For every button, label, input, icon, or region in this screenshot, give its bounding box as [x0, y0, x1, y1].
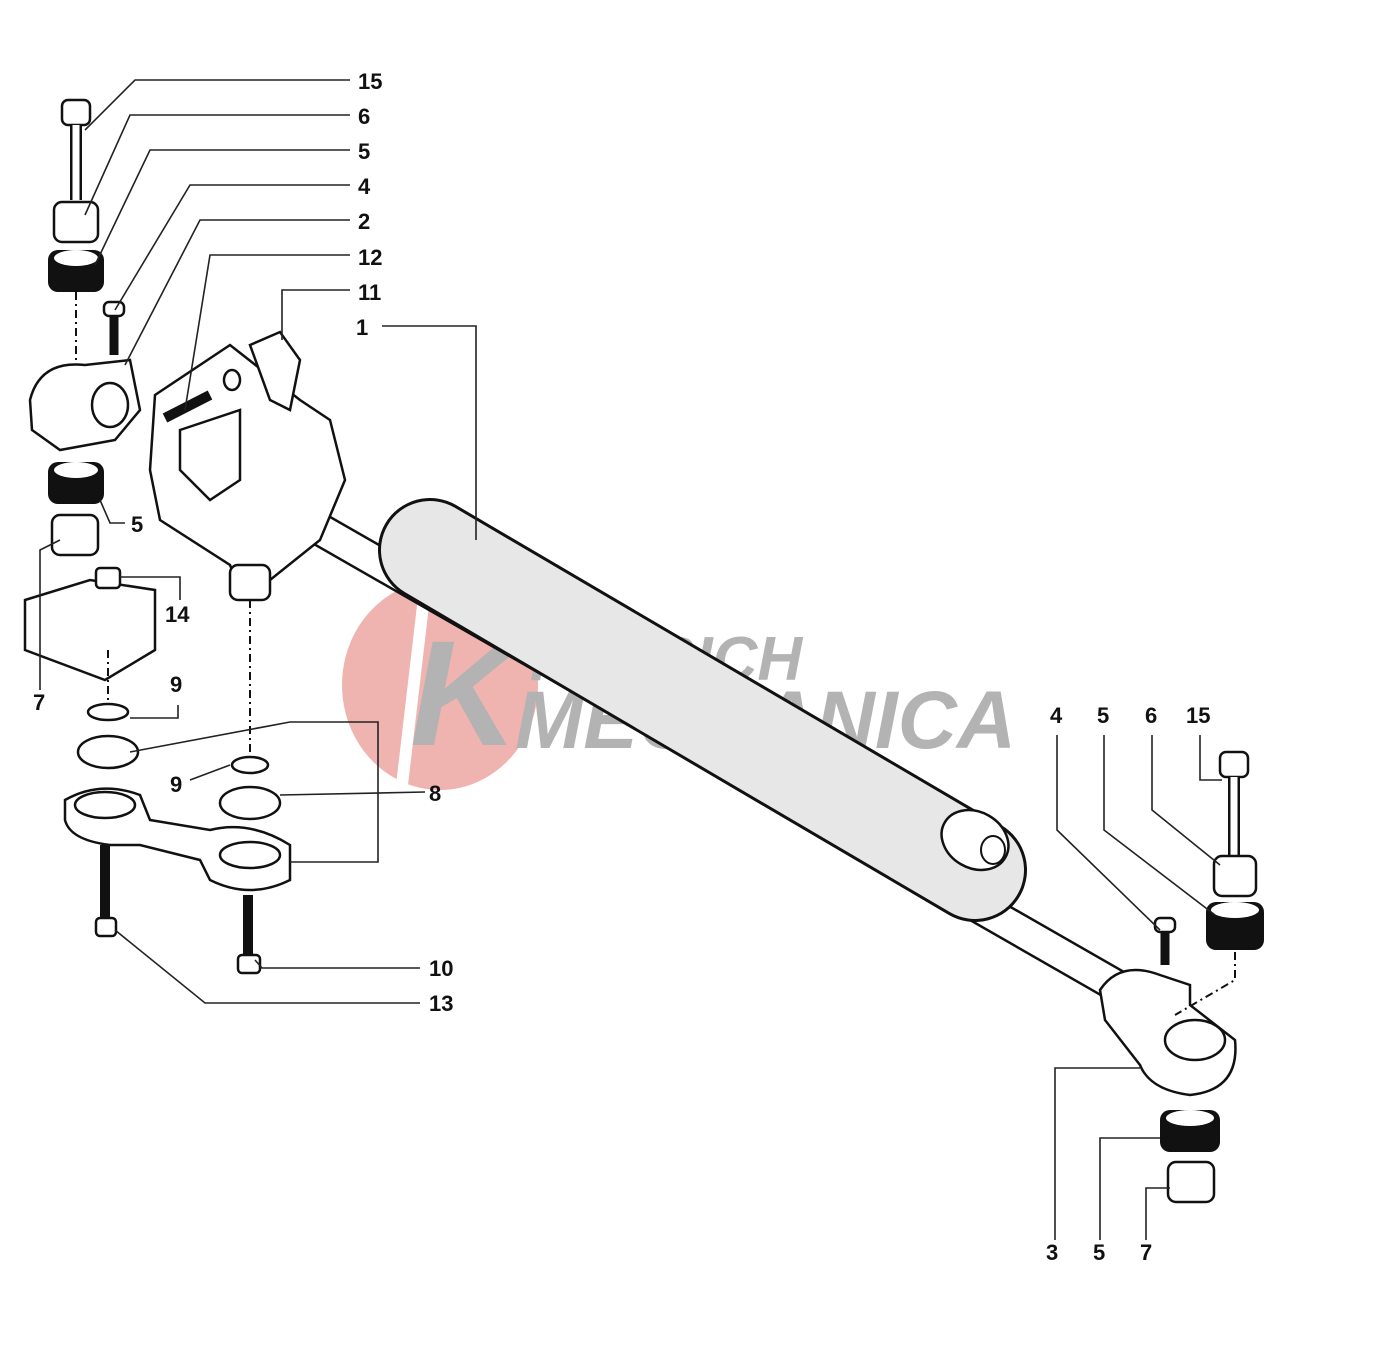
- callout-10: 10: [429, 956, 453, 981]
- callout-15: 15: [1186, 703, 1210, 728]
- callout-5: 5: [1093, 1240, 1105, 1265]
- callout-5: 5: [131, 512, 143, 537]
- callout-5: 5: [358, 139, 370, 164]
- callout-13: 13: [429, 991, 453, 1016]
- callout-9: 9: [170, 672, 182, 697]
- right-hardware: [1098, 750, 1264, 1204]
- callout-4: 4: [358, 174, 371, 199]
- callout-5: 5: [1097, 703, 1109, 728]
- callout-1: 1: [356, 315, 368, 340]
- callout-2: 2: [358, 209, 370, 234]
- link-arm: [63, 787, 292, 975]
- callout-11: 11: [358, 280, 381, 305]
- callout-9: 9: [170, 772, 182, 797]
- leader-lines: [39, 79, 1222, 1240]
- callout-4: 4: [1050, 703, 1063, 728]
- callout-3: 3: [1046, 1240, 1058, 1265]
- callout-6: 6: [358, 104, 370, 129]
- left-hardware: [23, 98, 282, 821]
- clamp-bracket: [148, 330, 347, 602]
- callout-12: 12: [358, 245, 382, 270]
- callout-14: 14: [165, 602, 190, 627]
- callout-7: 7: [33, 690, 45, 715]
- callout-15: 15: [358, 69, 382, 94]
- callout-7: 7: [1140, 1240, 1152, 1265]
- callout-labels: 15 6 5 4 2 12 11 1 5 14 7 9 9 8 10 13 4 …: [33, 69, 1210, 1265]
- damper-cylinder: [378, 498, 1027, 922]
- callout-8: 8: [429, 781, 441, 806]
- callout-6: 6: [1145, 703, 1157, 728]
